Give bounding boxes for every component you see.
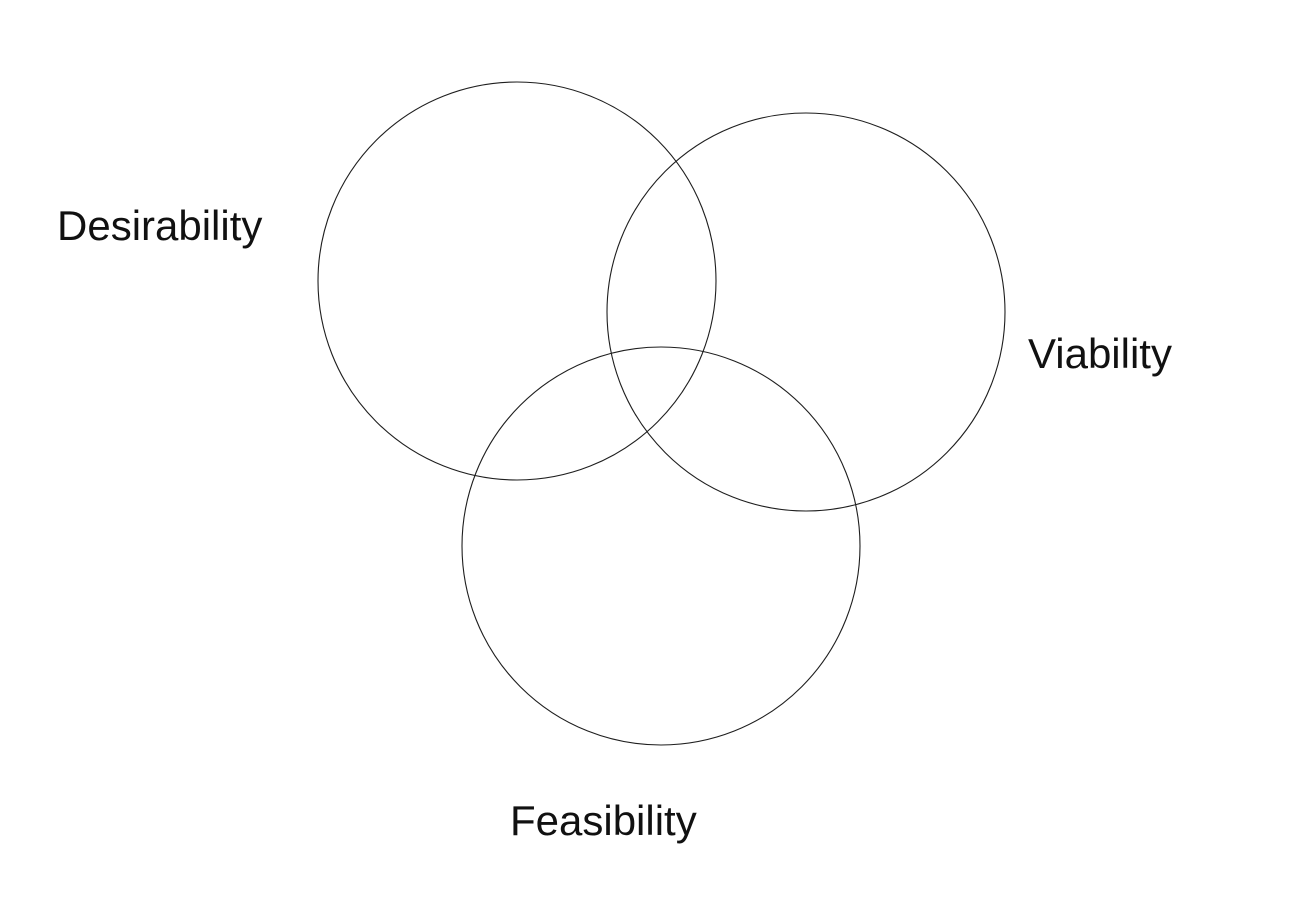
viability-label: Viability (1028, 330, 1172, 377)
desirability-label: Desirability (57, 202, 262, 249)
feasibility-label: Feasibility (510, 797, 697, 844)
viability-circle (606, 112, 1006, 512)
feasibility-circle (461, 346, 861, 746)
desirability-circle (317, 81, 717, 481)
